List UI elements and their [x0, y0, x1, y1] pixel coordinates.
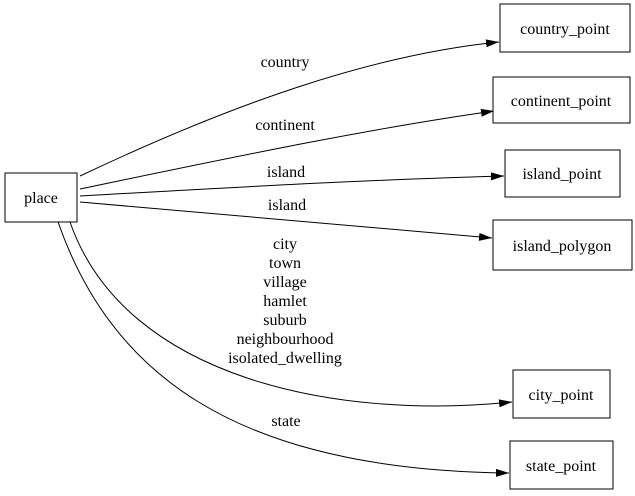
edge-label-city-group: city town village hamlet suburb neighbou…: [228, 236, 342, 367]
node-island-polygon-label: island_polygon: [513, 238, 612, 255]
node-country-point-label: country_point: [520, 21, 610, 38]
node-place: place: [4, 172, 78, 223]
node-city-point-box: [512, 369, 611, 419]
node-city-point: city_point: [512, 369, 611, 419]
edge-label-hamlet: hamlet: [263, 293, 307, 310]
node-island-point: island_point: [504, 149, 621, 198]
edge-label-state: state: [271, 413, 300, 430]
edge-label-island-point: island: [267, 164, 305, 181]
node-state-point-box: [509, 440, 614, 490]
edge-place-island-polygon: [79, 201, 493, 241]
node-country-point: country_point: [499, 3, 631, 53]
node-continent-point-label: continent_point: [511, 93, 612, 110]
edge-label-town: town: [269, 255, 301, 272]
node-state-point-label: state_point: [526, 458, 597, 475]
edge-place-state-point: [57, 221, 510, 477]
node-island-point-box: [504, 149, 621, 198]
edge-place-continent-point: [79, 108, 495, 190]
edge-label-country: country: [261, 54, 310, 71]
edge-place-city-point: [69, 221, 513, 408]
node-country-point-box: [499, 3, 631, 53]
edge-label-city: city: [273, 236, 297, 253]
edge-place-country-point: [79, 39, 500, 177]
node-state-point: state_point: [509, 440, 614, 490]
edge-label-continent: continent: [255, 117, 315, 134]
edge-label-village: village: [263, 274, 307, 291]
edge-label-island-polygon: island: [268, 197, 306, 214]
edge-label-isolated-dwelling: isolated_dwelling: [228, 350, 342, 367]
node-city-point-label: city_point: [529, 387, 594, 404]
node-island-polygon: island_polygon: [492, 219, 633, 271]
edge-label-neighbourhood: neighbourhood: [237, 331, 334, 348]
node-continent-point: continent_point: [492, 76, 631, 124]
edge-place-island-point: [79, 172, 505, 197]
node-place-label: place: [24, 190, 58, 207]
node-island-polygon-box: [492, 219, 633, 271]
node-continent-point-box: [492, 76, 631, 124]
node-place-box: [4, 172, 78, 223]
node-island-point-label: island_point: [522, 166, 602, 183]
edge-label-suburb: suburb: [263, 312, 307, 329]
